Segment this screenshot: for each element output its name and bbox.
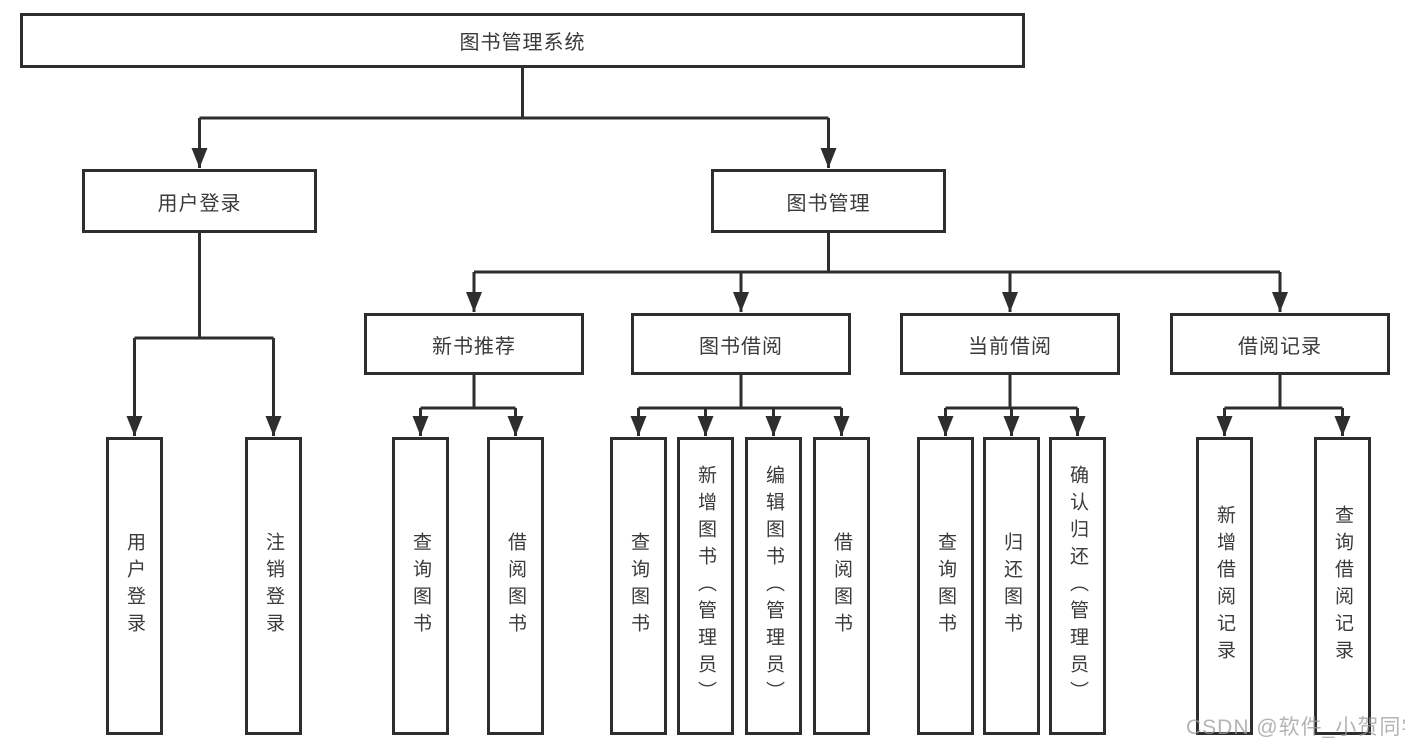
leaf-node-confirm-return-admin: 确认归还（管理员） <box>1049 437 1106 735</box>
node-label: 图书管理系统 <box>459 32 586 54</box>
node-label: 新增借阅记录 <box>1214 505 1235 667</box>
node-label: 借阅图书 <box>831 532 852 640</box>
node-label: 注销登录 <box>263 532 284 640</box>
node-label: 借阅记录 <box>1238 335 1322 358</box>
node-label: 新增图书（管理员） <box>695 464 716 708</box>
node-label: 新书推荐 <box>432 335 516 358</box>
node-label: 当前借阅 <box>968 335 1052 358</box>
leaf-node-query-borrow-record: 查询借阅记录 <box>1314 437 1371 735</box>
node-book-borrow: 图书借阅 <box>631 313 851 375</box>
leaf-node-edit-books-admin: 编辑图书（管理员） <box>745 437 802 735</box>
leaf-node-user-login: 用户登录 <box>106 437 163 735</box>
node-library-management-system: 图书管理系统 <box>20 13 1025 68</box>
leaf-node-query-books: 查询图书 <box>917 437 974 735</box>
leaf-node-logout: 注销登录 <box>245 437 302 735</box>
node-label: 用户登录 <box>157 192 242 215</box>
node-borrow-records: 借阅记录 <box>1170 313 1390 375</box>
node-label: 编辑图书（管理员） <box>763 464 784 708</box>
watermark: CSDN @软件_小贺同学 <box>1186 716 1405 739</box>
leaf-node-borrow-books: 借阅图书 <box>813 437 870 735</box>
leaf-node-query-books: 查询图书 <box>610 437 667 735</box>
node-label: 借阅图书 <box>505 532 526 640</box>
node-label: 用户登录 <box>124 532 145 640</box>
node-label: 查询图书 <box>410 532 431 640</box>
node-label: 图书管理 <box>786 192 871 215</box>
node-label: 图书借阅 <box>699 335 783 358</box>
node-label: 查询图书 <box>628 532 649 640</box>
leaf-node-return-books: 归还图书 <box>983 437 1040 735</box>
node-new-book-recommend: 新书推荐 <box>364 313 584 375</box>
node-user-login: 用户登录 <box>82 169 317 233</box>
leaf-node-borrow-books: 借阅图书 <box>487 437 544 735</box>
node-current-borrow: 当前借阅 <box>900 313 1120 375</box>
node-label: 归还图书 <box>1001 532 1022 640</box>
leaf-node-add-borrow-record: 新增借阅记录 <box>1196 437 1253 735</box>
node-label: 查询借阅记录 <box>1332 505 1353 667</box>
node-book-management: 图书管理 <box>711 169 946 233</box>
node-label: 查询图书 <box>935 532 956 640</box>
leaf-node-query-books: 查询图书 <box>392 437 449 735</box>
node-label: 确认归还（管理员） <box>1067 464 1088 708</box>
leaf-node-add-books-admin: 新增图书（管理员） <box>677 437 734 735</box>
